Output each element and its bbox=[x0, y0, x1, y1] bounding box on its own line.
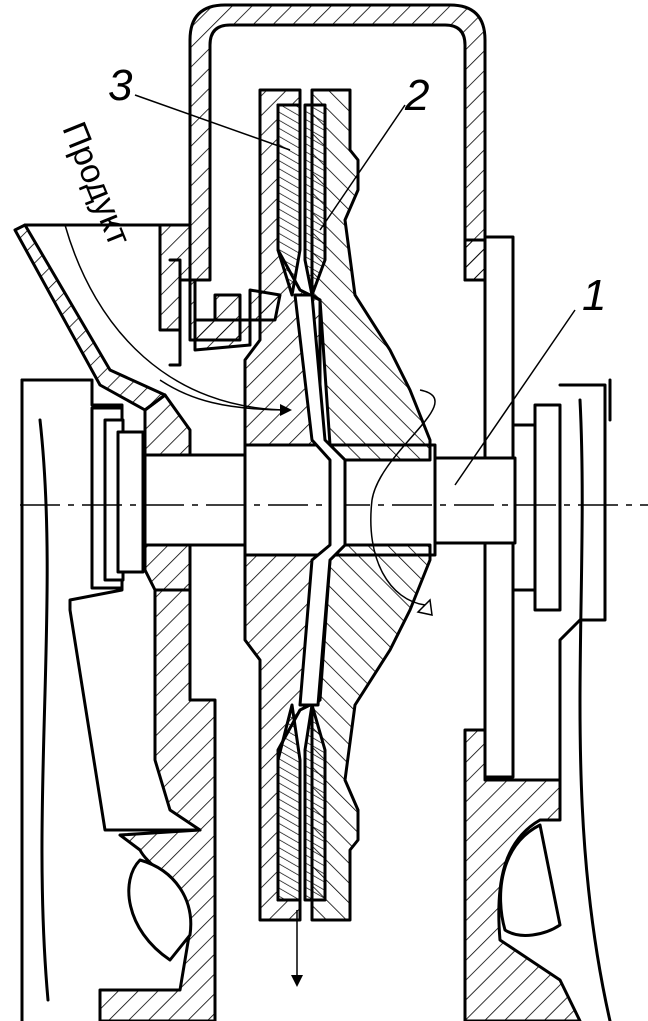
left-housing-lower bbox=[98, 588, 217, 1021]
top-cover bbox=[188, 3, 487, 282]
grinding-insert-3-top bbox=[276, 103, 302, 297]
rotation-indicator bbox=[370, 389, 436, 616]
grinding-insert-2-bottom bbox=[303, 703, 327, 902]
rotating-disc bbox=[310, 88, 432, 922]
label-part-3: 3 bbox=[108, 61, 133, 110]
left-frame bbox=[20, 378, 202, 1021]
leader-lines bbox=[134, 94, 576, 486]
grinding-insert-2-top bbox=[303, 103, 327, 297]
left-bearing bbox=[90, 406, 145, 590]
left-housing-upper bbox=[143, 393, 192, 592]
right-housing bbox=[463, 235, 582, 1021]
label-part-2: 2 bbox=[404, 71, 429, 120]
product-flow-arrow bbox=[159, 379, 292, 416]
working-gap bbox=[293, 293, 347, 707]
label-part-1: 1 bbox=[582, 271, 606, 320]
grinding-insert-3-bottom bbox=[276, 703, 302, 902]
right-bearing bbox=[511, 378, 612, 1021]
